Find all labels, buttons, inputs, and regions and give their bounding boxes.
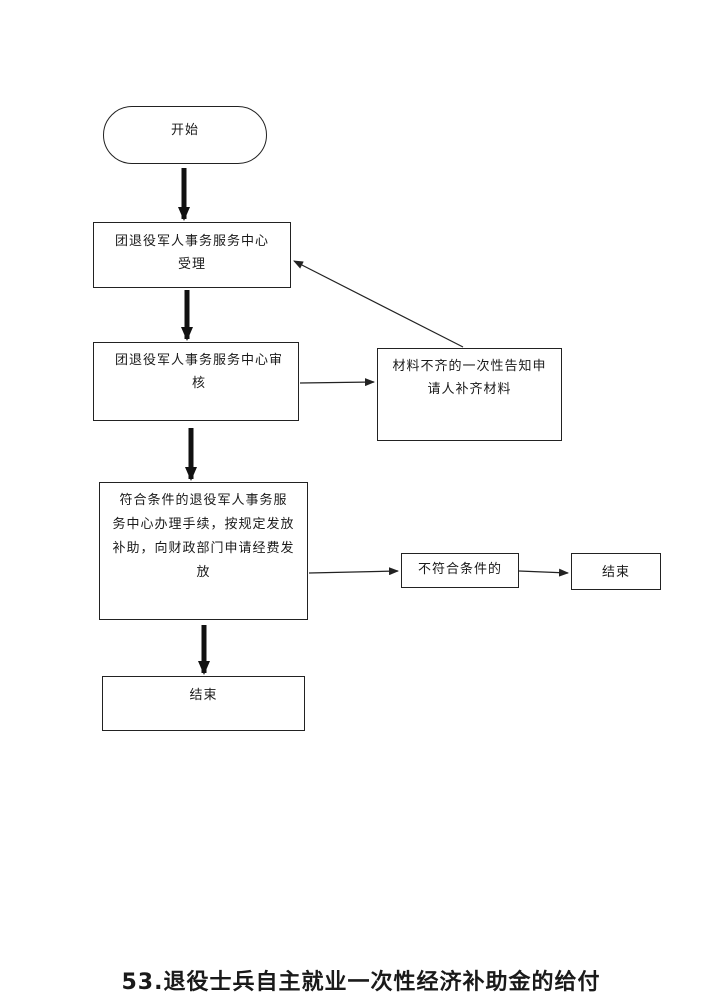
accept-line-1: 团退役军人事务服务中心 xyxy=(114,234,269,249)
arrow-process-to-not-eligible xyxy=(308,567,399,576)
end-side-node: 结束 xyxy=(571,553,661,590)
review-line-2: 核 xyxy=(191,376,206,391)
review-node: 团退役军人事务服务中心审 核 xyxy=(93,342,299,421)
not-eligible-node: 不符合条件的 xyxy=(401,553,519,588)
notify-incomplete-node: 材料不齐的一次性告知申 请人补齐材料 xyxy=(377,348,562,441)
accept-node: 团退役军人事务服务中心 受理 xyxy=(93,222,291,288)
not-eligible-label: 不符合条件的 xyxy=(417,562,502,577)
section-caption: 53.退役士兵自主就业一次性经济补助金的给付 xyxy=(121,970,601,995)
accept-line-2: 受理 xyxy=(177,257,206,272)
process-node: 符合条件的退役军人事务服 务中心办理手续，按规定发放 补助，向财政部门申请经费发… xyxy=(99,482,308,620)
process-line-4: 放 xyxy=(196,565,211,580)
notify-line-1: 材料不齐的一次性告知申 xyxy=(392,359,547,374)
notify-line-2: 请人补齐材料 xyxy=(427,382,512,397)
process-line-1: 符合条件的退役军人事务服 xyxy=(119,493,288,508)
arrow-review-to-notify xyxy=(299,378,375,387)
end-main-node: 结束 xyxy=(102,676,305,731)
review-line-1: 团退役军人事务服务中心审 xyxy=(114,353,283,368)
process-line-3: 补助，向财政部门申请经费发 xyxy=(112,541,295,556)
process-line-2: 务中心办理手续，按规定发放 xyxy=(112,517,295,532)
arrow-not-eligible-to-end xyxy=(518,568,569,577)
end-side-label: 结束 xyxy=(601,565,630,580)
arrow-notify-to-accept xyxy=(293,260,464,348)
end-main-label: 结束 xyxy=(189,688,218,703)
start-node: 开始 xyxy=(103,106,267,164)
start-label: 开始 xyxy=(170,122,199,138)
